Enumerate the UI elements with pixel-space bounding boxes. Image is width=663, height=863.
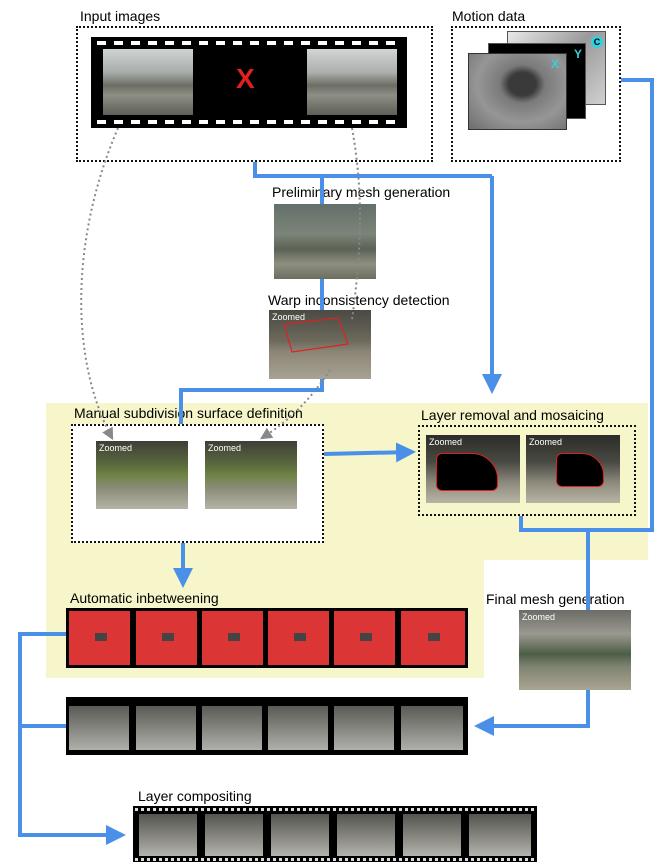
inbetween-frame <box>401 611 465 665</box>
zoomed-tag: Zoomed <box>529 437 563 447</box>
motion-data-label: Motion data <box>452 8 526 24</box>
compositing-frame <box>271 814 329 856</box>
arrow-warp-to-manual <box>179 379 324 424</box>
warp-detection-label: Warp inconsistency detection <box>268 292 450 308</box>
dotted-input3-to-warp <box>351 127 361 321</box>
inbetween-frame <box>136 611 197 665</box>
sprocket-bottom <box>135 858 535 861</box>
background-frame <box>136 706 196 750</box>
compositing-frame <box>139 814 197 856</box>
sprocket-bottom <box>97 120 401 124</box>
inbetween-frame <box>69 611 130 665</box>
layer-removal-frame-2: Zoomed <box>526 435 620 503</box>
zoomed-tag: Zoomed <box>99 443 133 453</box>
manual-frame-1: Zoomed <box>96 441 188 509</box>
preliminary-mesh-image <box>274 204 376 279</box>
dotted-input1-to-manual <box>80 127 119 441</box>
layer-removal-label: Layer removal and mosaicing <box>421 407 604 423</box>
compositing-frame <box>337 814 395 856</box>
arrow-removal-to-final <box>519 516 590 610</box>
background-frame <box>268 706 328 750</box>
compositing-frame <box>205 814 263 856</box>
zoomed-tag: Zoomed <box>522 612 556 622</box>
sprocket-top <box>135 808 535 811</box>
input-filmstrip: X <box>91 37 407 128</box>
background-filmstrip <box>66 697 468 755</box>
inbetween-frame <box>334 611 395 665</box>
motion-y-tag: Y <box>574 47 583 61</box>
motion-x-tag: X <box>551 57 560 71</box>
arrow-manual-to-removal <box>323 442 416 463</box>
input-images-box <box>76 26 433 162</box>
compositing-frame <box>403 814 461 856</box>
arrow-motion-to-final <box>588 78 654 532</box>
input-frame-3 <box>307 49 397 115</box>
removed-layer-shape <box>556 453 604 487</box>
background-frame <box>334 706 394 750</box>
preliminary-mesh-label: Preliminary mesh generation <box>272 184 451 200</box>
motion-layer-x <box>468 53 567 130</box>
input-images-label: Input images <box>80 8 161 24</box>
layer-removal-frame-1: Zoomed <box>426 435 520 503</box>
layer-compositing-label: Layer compositing <box>138 788 252 804</box>
motion-data-box <box>451 26 621 162</box>
warp-detection-image: Zoomed <box>269 310 371 379</box>
final-mesh-image: Zoomed <box>519 610 631 690</box>
automatic-inbetweening-label: Automatic inbetweening <box>70 590 219 606</box>
inbetween-frame <box>268 611 329 665</box>
background-frame <box>69 706 129 750</box>
warp-outline <box>283 317 349 353</box>
motion-c-tag: C <box>591 36 603 48</box>
background-frame <box>202 706 262 750</box>
inbetween-frame <box>202 611 263 665</box>
arrow-final-to-background <box>474 690 590 736</box>
zoomed-tag: Zoomed <box>208 443 242 453</box>
compositing-filmstrip <box>133 806 537 862</box>
manual-subdivision-label: Manual subdivision surface definition <box>74 405 303 421</box>
arrow-inbetween-to-compositing <box>18 632 126 845</box>
missing-mark: X <box>236 63 255 94</box>
zoomed-tag: Zoomed <box>429 437 463 447</box>
inbetween-filmstrip <box>66 608 468 668</box>
background-frame <box>401 706 463 750</box>
zoomed-tag: Zoomed <box>272 312 306 322</box>
input-frame-1 <box>103 49 193 115</box>
compositing-frame <box>469 814 531 856</box>
sprocket-top <box>97 41 401 45</box>
arrow-inputs-to-mesh <box>253 162 492 178</box>
dotted-warp-to-manual <box>259 369 331 440</box>
layer-removal-box <box>418 425 636 516</box>
manual-frame-2: Zoomed <box>205 441 297 509</box>
